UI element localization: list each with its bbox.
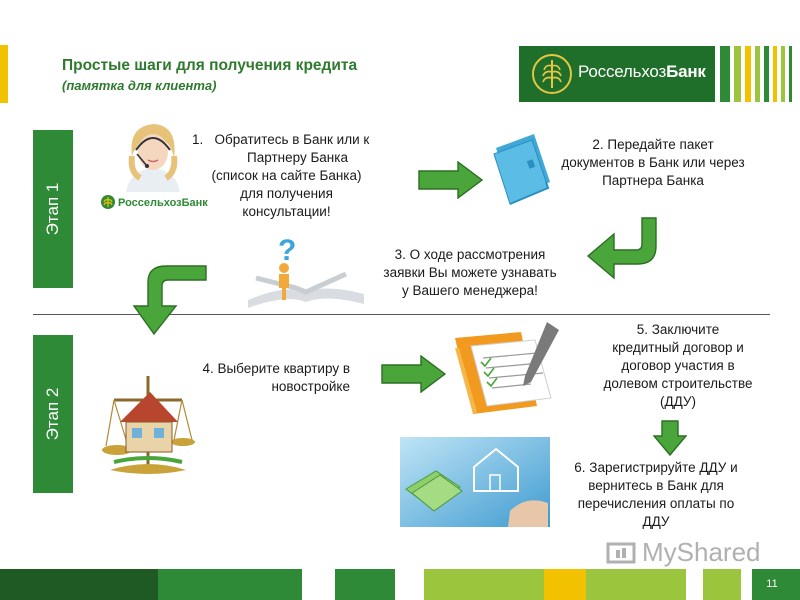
logo-stripe xyxy=(720,46,730,102)
watermark-logo-icon xyxy=(606,542,636,564)
small-bank-emblem-icon xyxy=(101,195,115,209)
small-bank-logo-text: РоссельхозБанк xyxy=(118,197,208,209)
step-1-text: 1. Обратитесь в Банк или к Партнеру Банк… xyxy=(192,132,370,219)
footer-bar xyxy=(586,569,686,600)
footer-bar xyxy=(335,569,395,600)
arrow-down-icon xyxy=(653,420,687,456)
curved-arrow-icon xyxy=(132,265,207,336)
logo-stripe xyxy=(789,46,792,102)
money-house-icon xyxy=(400,437,550,527)
page-number: 11 xyxy=(766,578,778,590)
logo-stripe xyxy=(755,46,760,102)
logo-stripe xyxy=(773,46,777,102)
contract-folder-icon xyxy=(455,322,559,414)
stage-2-label: Этап 2 xyxy=(33,335,73,493)
folder-icon xyxy=(493,134,550,205)
footer-bar xyxy=(0,569,158,600)
stage-divider xyxy=(33,314,770,315)
stage-1-label: Этап 1 xyxy=(33,130,73,288)
logo-stripe xyxy=(764,46,769,102)
question-person-icon: ? xyxy=(248,234,364,308)
step-5-text: 5. Заключите кредитный договор и договор… xyxy=(603,322,753,409)
arrow-right-icon xyxy=(418,161,484,199)
arrow-right-icon xyxy=(381,355,447,393)
curved-arrow-icon xyxy=(586,217,657,280)
logo-stripe xyxy=(745,46,751,102)
step-6-text: 6. Зарегистрируйте ДДУ и вернитесь в Бан… xyxy=(574,460,738,529)
footer-bar xyxy=(424,569,544,600)
left-accent-bar xyxy=(0,45,8,103)
footer-bar xyxy=(544,569,586,600)
bank-emblem-icon xyxy=(532,54,572,94)
step-4-text: 4. Выберите квартиру в новостройке xyxy=(202,361,350,394)
logo-stripe xyxy=(781,46,785,102)
operator-avatar xyxy=(126,124,180,192)
page-title: Простые шаги для получения кредита xyxy=(62,57,358,74)
footer-bar xyxy=(158,569,302,600)
page-subtitle: (памятка для клиента) xyxy=(62,78,217,93)
step-3-text: 3. О ходе рассмотрения заявки Вы можете … xyxy=(383,247,557,298)
footer-bar xyxy=(752,569,800,600)
svg-text:?: ? xyxy=(278,234,296,267)
watermark-text: MyShared xyxy=(642,537,761,567)
step-2-text: 2. Передайте пакет документов в Банк или… xyxy=(561,137,745,188)
footer-bar xyxy=(703,569,741,600)
logo-stripe xyxy=(734,46,741,102)
bank-logo-text: РоссельхозБанк xyxy=(578,62,706,81)
house-on-scales-icon xyxy=(102,376,195,474)
